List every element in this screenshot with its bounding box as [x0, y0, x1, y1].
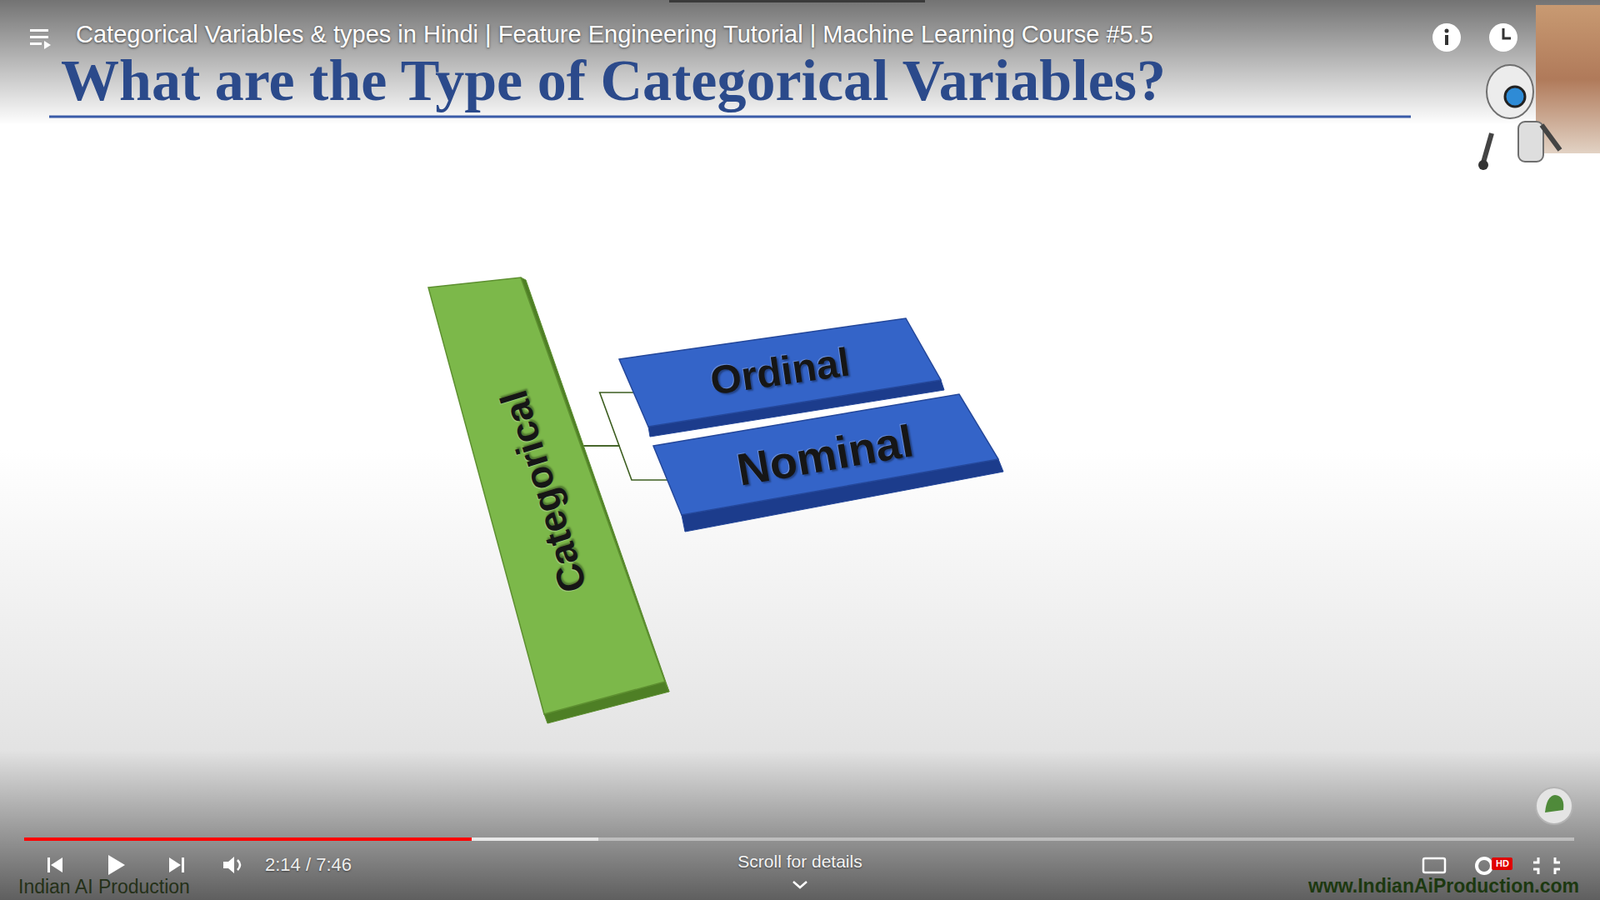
volume-icon	[223, 856, 235, 874]
slab-face	[428, 277, 665, 715]
prev-bar	[47, 857, 50, 873]
info-dot	[1445, 29, 1450, 34]
robot-eye	[1505, 86, 1525, 107]
fullscreen-icon	[1533, 857, 1560, 875]
scroll-hint: Scroll for details	[737, 852, 862, 870]
type-box: Nominal	[650, 390, 1007, 535]
clock-icon	[1489, 23, 1518, 52]
playlist-line	[30, 29, 49, 32]
logo-head	[1545, 795, 1564, 813]
category-bar: Categorical	[425, 273, 671, 724]
playlist-line	[30, 35, 49, 39]
clock-face	[1489, 23, 1518, 52]
video-title: Categorical Variables & types in Hindi |…	[75, 22, 1154, 47]
next-bar	[181, 857, 185, 873]
top-bar	[669, 0, 925, 3]
hd-badge	[1491, 857, 1513, 870]
robot-arm	[1483, 125, 1560, 163]
logo-circle	[1535, 787, 1573, 825]
progress-played	[24, 837, 472, 841]
scroll-chevron	[793, 881, 807, 888]
channel-logo	[1535, 787, 1573, 825]
play-icon	[108, 855, 125, 875]
playlist-icon	[30, 29, 51, 50]
right-controls	[1423, 857, 1560, 875]
watermark: Indian AI Production	[18, 877, 190, 897]
prev-triangle	[50, 857, 63, 873]
playlist-line	[30, 42, 42, 45]
clock-hands	[1503, 28, 1511, 39]
next-triangle	[169, 857, 181, 873]
progress-buffer	[24, 837, 599, 841]
player-controls	[47, 855, 240, 875]
info-stem	[1445, 35, 1449, 45]
watermark-url: www.IndianAiProduction.com	[1308, 876, 1580, 896]
settings-icon	[1476, 858, 1492, 874]
robot-head	[1486, 65, 1534, 119]
progress-track	[24, 837, 1575, 841]
slide-title: What are the Type of Categorical Variabl…	[60, 51, 1166, 110]
robot-body	[1518, 121, 1544, 162]
robot-hand	[1478, 160, 1489, 170]
slab-face	[653, 394, 999, 515]
volume-wave	[237, 860, 240, 870]
robot-figure	[1478, 65, 1560, 170]
info-icon	[1432, 23, 1461, 52]
playlist-triangle	[44, 40, 51, 50]
time-display: 2:14 / 7:46	[265, 855, 352, 875]
hd-badge-text: HD	[1495, 859, 1510, 869]
bracket-connector	[580, 392, 634, 446]
captions-icon	[1423, 858, 1445, 873]
info-circle	[1432, 23, 1461, 52]
title-underline	[49, 115, 1411, 119]
